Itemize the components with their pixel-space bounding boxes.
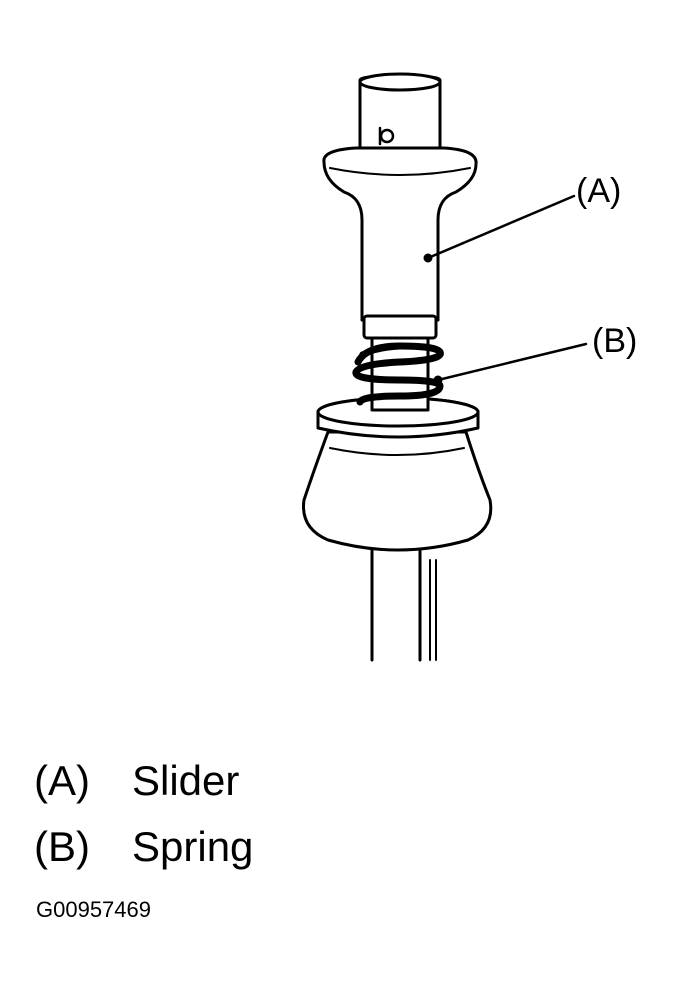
slider-spring-diagram	[302, 72, 588, 662]
slider	[322, 72, 478, 340]
legend-text: Slider	[132, 757, 240, 804]
lower-shaft	[370, 546, 437, 662]
legend-item-slider: (A) Slider	[34, 760, 239, 802]
callout-a: (A)	[576, 172, 622, 210]
figure-code: G00957469	[36, 897, 151, 922]
legend-text: Spring	[132, 823, 254, 870]
callout-b: (B)	[592, 322, 638, 360]
legend-key: (A)	[34, 757, 90, 804]
base-housing	[302, 396, 493, 552]
spring	[352, 328, 444, 412]
legend-key: (B)	[34, 823, 90, 870]
legend-item-spring: (B) Spring	[34, 826, 253, 868]
leader-lines	[423, 194, 588, 385]
